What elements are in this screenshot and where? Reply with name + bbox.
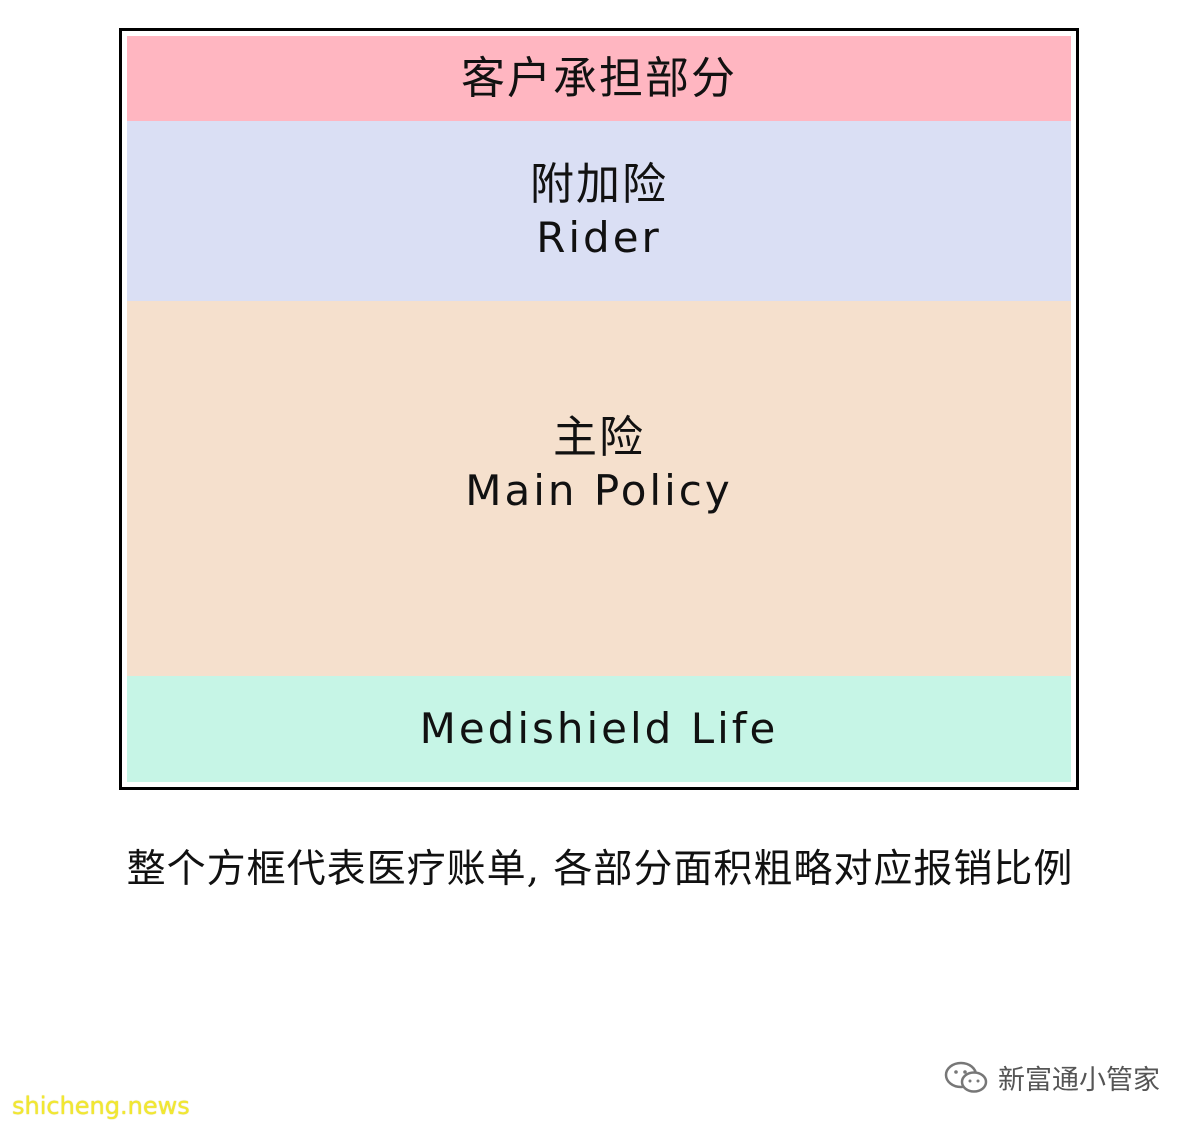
medishield-life-label: Medishield Life bbox=[419, 704, 779, 753]
site-watermark: shicheng.news bbox=[12, 1092, 190, 1120]
rider-label-en: Rider bbox=[536, 213, 662, 262]
customer-share-label: 客户承担部分 bbox=[461, 52, 737, 104]
wechat-account-name: 新富通小管家 bbox=[998, 1065, 1160, 1096]
diagram-caption: 整个方框代表医疗账单, 各部分面积粗略对应报销比例 bbox=[126, 847, 1074, 892]
main-policy-band: 主险 Main Policy bbox=[127, 301, 1071, 676]
rider-band: 附加险 Rider bbox=[127, 121, 1071, 301]
main-policy-label-en: Main Policy bbox=[465, 465, 733, 515]
medical-bill-frame: 客户承担部分 附加险 Rider 主险 Main Policy Medishie… bbox=[119, 28, 1079, 790]
medishield-life-band: Medishield Life bbox=[127, 676, 1071, 782]
wechat-icon bbox=[944, 1061, 988, 1093]
rider-label-zh: 附加险 bbox=[530, 159, 668, 210]
main-policy-label-zh: 主险 bbox=[553, 411, 645, 463]
wechat-account-watermark: 新富通小管家 bbox=[942, 1058, 1160, 1097]
customer-share-band: 客户承担部分 bbox=[127, 36, 1071, 121]
